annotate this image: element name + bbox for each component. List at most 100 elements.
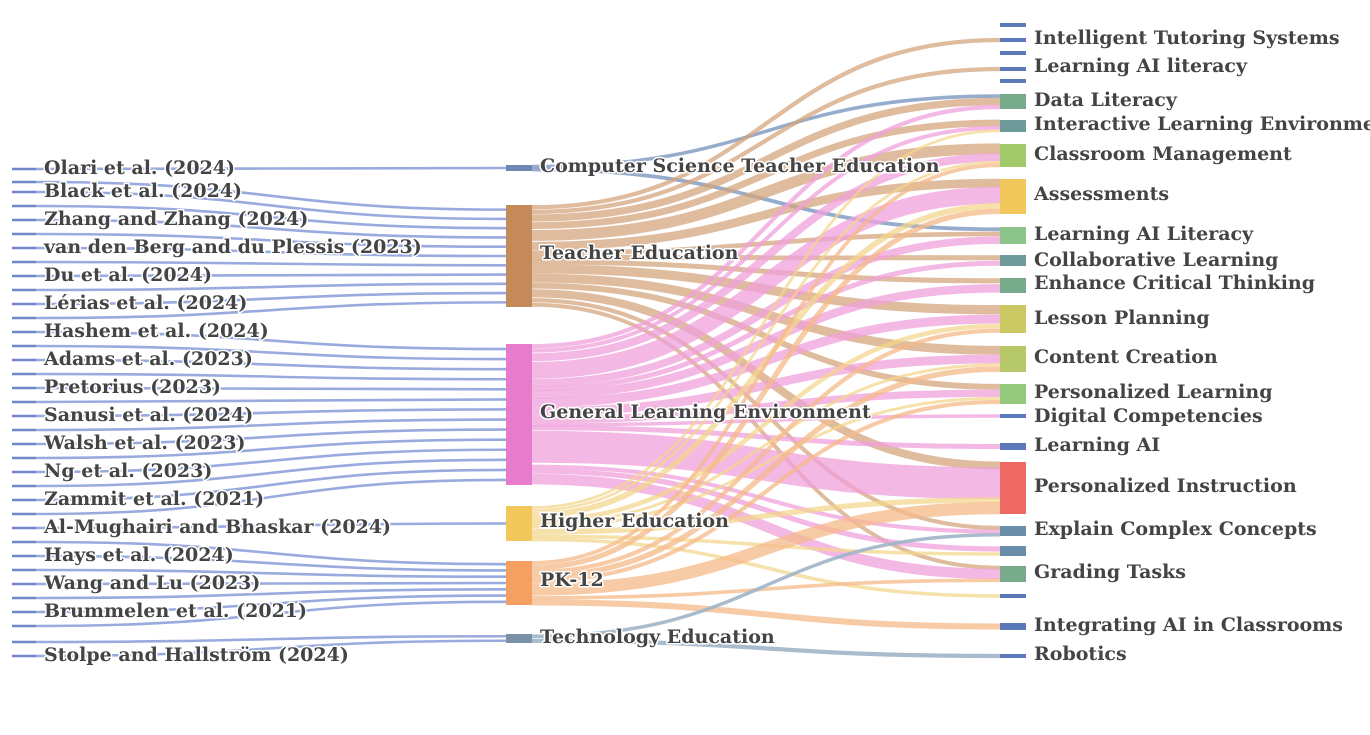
category-node-teacher-education — [506, 205, 532, 307]
category-outcome-flow — [531, 186, 1001, 379]
category-outcome-flow — [531, 599, 1001, 630]
outcome-node — [1000, 594, 1026, 598]
outcome-label-interactive-learning-environments: Interactive Learning Environments — [1034, 113, 1370, 135]
source-label-sanusi-et-al-2024: Sanusi et al. (2024) — [44, 404, 253, 426]
flow-links — [35, 37, 1001, 659]
category-label-pk-12: PK-12 — [540, 569, 604, 591]
source-flow — [35, 581, 507, 586]
outcome-node-enhance-critical-thinking — [1000, 278, 1026, 293]
source-flow — [35, 458, 507, 488]
category-outcome-flow — [531, 66, 1001, 214]
source-flow — [35, 478, 507, 516]
category-outcome-flow — [531, 363, 1001, 526]
source-label-black-et-al-2024: Black et al. (2024) — [44, 180, 242, 202]
category-node-technology-education — [506, 634, 532, 643]
node-labels: Computer Science Teacher EducationTeache… — [42, 27, 1370, 668]
category-outcome-flow — [531, 97, 1001, 222]
category-outcome-flow — [531, 468, 1001, 552]
category-node-pk-12 — [506, 561, 532, 605]
category-outcome-flow — [531, 94, 1001, 169]
outcome-label-enhance-critical-thinking: Enhance Critical Thinking — [1034, 272, 1315, 294]
source-flow — [35, 594, 507, 614]
source-flow — [35, 418, 507, 432]
outcome-label-personalized-instruction: Personalized Instruction — [1034, 475, 1297, 497]
category-outcome-flow — [531, 260, 1001, 392]
category-label-general-learning-environment: General Learning Environment — [540, 401, 871, 423]
source-flow — [35, 273, 507, 278]
source-label-zhang-and-zhang-2024: Zhang and Zhang (2024) — [44, 208, 308, 230]
category-outcome-flow — [531, 259, 1001, 284]
source-flow — [35, 204, 507, 230]
category-outcome-flow — [531, 104, 1001, 349]
outcome-node-personalized-instruction — [1000, 462, 1026, 514]
source-flow — [35, 344, 507, 361]
category-outcome-flow — [531, 497, 1001, 535]
category-outcome-flow — [531, 501, 1001, 596]
source-flow — [35, 218, 507, 239]
outcome-label-grading-tasks: Grading Tasks — [1034, 561, 1186, 583]
source-flow — [35, 448, 507, 474]
outcome-node-classroom-management — [1000, 144, 1026, 167]
outcome-label-intelligent-tutoring-systems: Intelligent Tutoring Systems — [1034, 27, 1340, 49]
category-outcome-flow — [531, 289, 1001, 470]
source-flow — [35, 587, 507, 600]
source-flow — [35, 166, 507, 171]
outcome-node-collaborative-learning — [1000, 255, 1026, 266]
outcome-label-personalized-learning: Personalized Learning — [1034, 381, 1272, 403]
category-outcome-flow — [531, 396, 1001, 529]
source-label-olari-et-al-2024: Olari et al. (2024) — [44, 157, 235, 179]
source-flow — [35, 468, 507, 502]
outcome-node — [1000, 546, 1026, 556]
source-flow — [35, 232, 507, 249]
source-flow — [35, 282, 507, 292]
category-node-computer-science-teacher-education — [506, 165, 532, 171]
outcome-label-digital-competencies: Digital Competencies — [1034, 405, 1263, 427]
source-flow — [35, 522, 507, 530]
category-outcome-flow — [531, 533, 1001, 638]
source-flow — [35, 291, 507, 306]
category-outcome-flow — [531, 163, 1001, 565]
category-outcome-flow — [531, 125, 1001, 353]
category-outcome-flow — [531, 236, 1001, 387]
source-flow — [35, 408, 507, 418]
category-outcome-flow — [531, 389, 1001, 424]
category-outcome-flow — [531, 399, 1001, 584]
source-flow — [35, 190, 507, 221]
outcome-label-explain-complex-concepts: Explain Complex Concepts — [1034, 518, 1317, 540]
outcome-node-learning-ai-literacy — [1000, 67, 1026, 71]
outcome-node-learning-ai-literacy — [1000, 227, 1026, 244]
outcome-node-integrating-ai-in-classrooms — [1000, 623, 1026, 630]
source-label-adams-et-al-2023: Adams et al. (2023) — [43, 348, 253, 370]
source-label-pretorius-2023: Pretorius (2023) — [44, 376, 221, 398]
outcome-label-learning-ai-literacy: Learning AI literacy — [1034, 55, 1248, 77]
source-flow — [35, 639, 507, 658]
outcome-label-data-literacy: Data Literacy — [1034, 89, 1178, 111]
category-label-computer-science-teacher-education: Computer Science Teacher Education — [540, 155, 940, 177]
category-outcome-flow — [531, 119, 1001, 229]
category-outcome-flow — [531, 129, 1001, 509]
source-label-brummelen-et-al-2021: Brummelen et al. (2021) — [44, 600, 307, 622]
category-outcome-flow — [531, 328, 1001, 575]
source-flow — [35, 600, 507, 628]
outcome-node — [1000, 51, 1026, 55]
outcome-node-explain-complex-concepts — [1000, 526, 1026, 536]
category-node-higher-education — [506, 506, 532, 541]
outcome-label-collaborative-learning: Collaborative Learning — [1034, 249, 1278, 271]
category-outcome-flow — [531, 208, 1001, 571]
outcome-node-assessments — [1000, 179, 1026, 214]
source-flow — [35, 246, 507, 258]
category-outcome-flow — [531, 284, 1001, 399]
category-outcome-flow — [531, 160, 1001, 512]
source-flow — [35, 634, 507, 644]
category-label-higher-education: Higher Education — [540, 510, 729, 532]
outcome-node-grading-tasks — [1000, 566, 1026, 582]
outcome-label-learning-ai-literacy: Learning AI Literacy — [1034, 223, 1254, 245]
category-outcome-flow — [531, 425, 1001, 449]
outcome-node-learning-ai — [1000, 443, 1026, 450]
outcome-node-content-creation — [1000, 346, 1026, 372]
outcome-node — [1000, 79, 1026, 83]
outcome-node-intelligent-tutoring-systems — [1000, 38, 1026, 42]
category-outcome-flow — [531, 37, 1001, 210]
outcome-label-learning-ai: Learning AI — [1034, 434, 1160, 456]
